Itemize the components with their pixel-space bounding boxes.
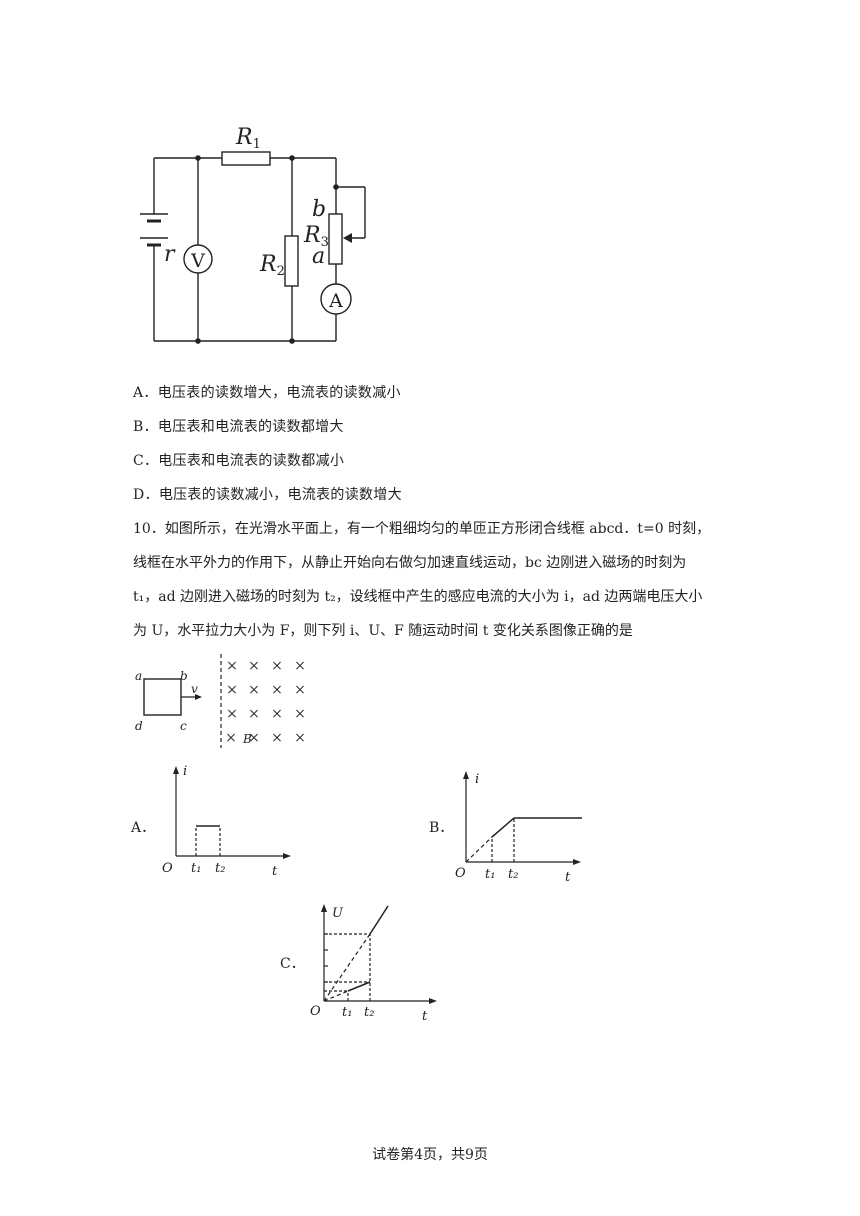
label-b: b xyxy=(312,197,326,222)
circuit-diagram: R1 R2 R3 r b a V A xyxy=(140,125,366,344)
choice-a-t1-label: t₁ xyxy=(191,861,201,876)
q9-option-b[interactable]: B．电压表和电流表的读数都增大 xyxy=(133,419,344,435)
ammeter-label: A xyxy=(328,290,343,312)
choice-a-origin-label: O xyxy=(162,861,173,876)
choice-b-t2-label: t₂ xyxy=(508,867,518,882)
choice-a-graph[interactable]: i t O t₁ t₂ xyxy=(158,760,298,882)
choice-b-label[interactable]: B． xyxy=(429,820,454,836)
q10-text-line3: t₁，ad 边刚进入磁场的时刻为 t₂，设线框中产生的感应电流的大小为 i，ad… xyxy=(133,589,703,605)
field-cross-mark: × xyxy=(248,658,260,674)
q10-text-line2: 线框在水平外力的作用下，从静止开始向右做匀加速直线运动，bc 边刚进入磁场的时刻… xyxy=(133,555,687,571)
field-cross-mark: × xyxy=(225,730,237,746)
field-cross-mark: × xyxy=(271,730,283,746)
field-cross-mark: × xyxy=(248,682,260,698)
frame-label-d: d xyxy=(135,719,143,733)
velocity-label: v xyxy=(191,682,198,696)
magnetic-field-crosses: × × × × × × × × × × × × × × × × xyxy=(225,658,306,746)
choice-c-label[interactable]: C． xyxy=(280,956,305,972)
q10-text-line1: 10．如图所示，在光滑水平面上，有一个粗细均匀的单匝正方形闭合线框 abcd．t… xyxy=(133,521,711,537)
choice-a-x-axis-label: t xyxy=(272,864,278,879)
q9-option-c[interactable]: C．电压表和电流表的读数都减小 xyxy=(133,453,345,469)
field-cross-mark: × xyxy=(226,706,238,722)
field-cross-mark: × xyxy=(294,730,306,746)
frame-label-c: c xyxy=(180,719,187,733)
field-cross-mark: × xyxy=(294,682,306,698)
choice-c-t1-label: t₁ xyxy=(342,1005,352,1020)
choice-b-origin-label: O xyxy=(455,866,466,881)
label-a: a xyxy=(312,244,325,269)
page-footer: 试卷第4页，共9页 xyxy=(372,1147,488,1163)
q10-text-line4: 为 U，水平拉力大小为 F，则下列 i、U、F 随运动时间 t 变化关系图像正确… xyxy=(133,623,633,639)
field-label-b: B xyxy=(242,732,252,746)
field-cross-mark: × xyxy=(294,706,306,722)
frame-field-figure: a b d c v B × × × × × × × × × × × × × × × × xyxy=(135,654,306,748)
choice-c-t2-label: t₂ xyxy=(364,1005,374,1020)
frame-label-b: b xyxy=(180,669,188,683)
field-cross-mark: × xyxy=(248,706,260,722)
choice-b-y-axis-label: i xyxy=(475,772,479,787)
choice-b-graph[interactable]: i t O t₁ t₂ xyxy=(452,765,592,887)
label-r3: R3 xyxy=(303,223,329,250)
field-cross-mark: × xyxy=(226,682,238,698)
choice-b-x-axis-label: t xyxy=(565,870,571,885)
field-cross-mark: × xyxy=(271,682,283,698)
field-cross-mark: × xyxy=(248,730,260,746)
label-internal-r: r xyxy=(164,242,176,267)
q9-option-d[interactable]: D．电压表的读数减小，电流表的读数增大 xyxy=(133,487,402,503)
field-cross-mark: × xyxy=(271,658,283,674)
frame-label-a: a xyxy=(135,669,142,683)
choice-a-t2-label: t₂ xyxy=(215,861,225,876)
voltmeter-label: V xyxy=(190,250,205,272)
field-cross-mark: × xyxy=(294,658,306,674)
choice-a-y-axis-label: i xyxy=(183,764,187,779)
field-cross-mark: × xyxy=(271,706,283,722)
choice-c-origin-label: O xyxy=(310,1004,321,1019)
label-r1: R1 xyxy=(235,125,261,152)
choice-a-label[interactable]: A． xyxy=(131,820,156,836)
label-r2: R2 xyxy=(259,252,285,279)
choice-c-x-axis-label: t xyxy=(422,1009,428,1022)
q9-option-a[interactable]: A．电压表的读数增大，电流表的读数减小 xyxy=(133,385,401,401)
choice-b-t1-label: t₁ xyxy=(485,867,495,882)
choice-c-graph[interactable]: U t O t₁ t₂ xyxy=(306,898,446,1022)
choice-c-y-axis-label: U xyxy=(332,906,344,921)
field-cross-mark: × xyxy=(226,658,238,674)
